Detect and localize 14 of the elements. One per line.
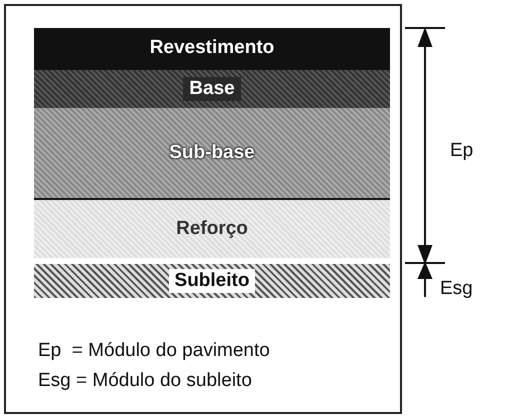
base-layer: [34, 70, 390, 108]
subgrade-layer: [34, 264, 390, 298]
layer-label: Revestimento: [148, 36, 276, 60]
legend-note: Ep = Módulo do pavimento: [38, 340, 270, 362]
layer-label: Reforço: [175, 217, 249, 241]
surface-layer: [34, 28, 390, 70]
layer-label: Sub-base: [168, 141, 256, 165]
layer-label: Base: [183, 77, 241, 101]
layer-label: Subleito: [168, 269, 256, 293]
subbase-layer: [34, 108, 390, 200]
dimension-label: Ep: [450, 140, 474, 162]
reinforcement-layer: [34, 200, 390, 258]
dimension-label: Esg: [440, 278, 473, 300]
legend-note: Esg = Módulo do subleito: [38, 370, 252, 392]
